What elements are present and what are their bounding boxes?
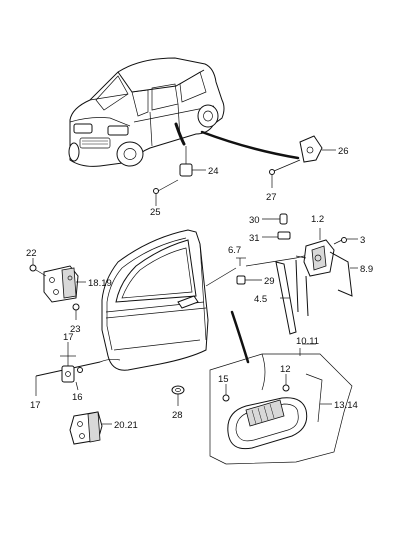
part-22-bolt: 22 [26,248,37,272]
part-31-clip: 31 [249,231,291,244]
callout-24: 24 [208,166,219,177]
part-25-screw: 25 [150,179,179,218]
callout-20-21: 20.21 [114,420,138,431]
part-20-21-lower-hinge: 20.21 [69,411,138,445]
part-1-2-door-lock: 1.2 [295,214,335,317]
part-18-19-upper-hinge: 18.19 [35,265,112,303]
part-27-screw: 27 [266,159,301,203]
callout-15: 15 [218,374,229,385]
part-23-bolt: 23 [70,303,81,335]
callout-1-2: 1.2 [311,214,324,225]
callout-6-7: 6.7 [228,245,241,256]
part-30-clip: 30 [249,213,288,226]
callout-27: 27 [266,192,277,203]
callout-4-5: 4.5 [254,294,267,305]
callout-8-9: 8.9 [360,264,373,275]
callout-17-bottom: 17 [30,400,41,411]
callout-26: 26 [338,146,349,157]
callout-23: 23 [70,324,81,335]
callout-10-11: 10.11 [296,336,319,347]
part-26-striker: 26 [299,135,349,163]
callout-28: 28 [172,410,183,421]
part-28-grommet: 28 [171,385,185,421]
lock-rod-lower [230,310,250,364]
callout-25: 25 [150,207,161,218]
callout-18-19: 18.19 [88,278,112,289]
callout-30: 30 [249,215,260,226]
callout-13-14: 13.14 [334,400,358,411]
part-12-screw: 12 [280,364,291,392]
front-door [101,229,209,371]
part-24-bracket: 24 [179,146,219,177]
car-illustration [68,57,225,167]
callout-3: 3 [360,235,365,246]
callout-17-top: 17 [63,332,74,343]
callout-22: 22 [26,248,37,259]
part-29-clip: 29 [236,275,275,287]
part-4-5-rod: 4.5 [254,261,297,335]
part-16-door-check: 17 17 16 [30,332,121,411]
callout-16: 16 [72,392,83,403]
part-13-14-lock-cylinder: 13.14 [320,400,358,411]
callout-12: 12 [280,364,291,375]
car-to-hinge-leader [200,130,300,160]
callout-29: 29 [264,276,275,287]
part-15-screw: 15 [218,374,230,402]
part-8-9-actuator: 8.9 [329,251,373,297]
part-10-11-outside-handle: 10.11 [209,336,353,465]
lock-rod-upper [205,267,237,287]
callout-31: 31 [249,233,260,244]
part-3-bolt: 3 [333,235,365,246]
